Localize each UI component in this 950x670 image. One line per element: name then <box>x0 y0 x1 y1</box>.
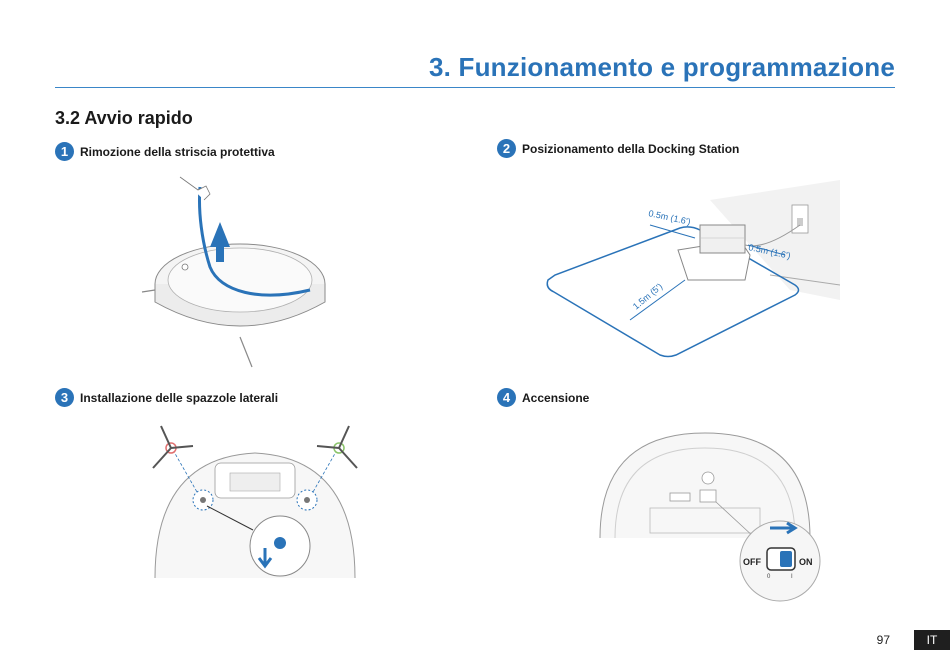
side-brush-installation-illustration <box>145 418 365 578</box>
step-3-label: Installazione delle spazzole laterali <box>80 391 278 405</box>
step-2-number: 2 <box>497 139 516 158</box>
step-1-heading: 1 Rimozione della striscia protettiva <box>55 142 275 161</box>
step-2-heading: 2 Posizionamento della Docking Station <box>497 139 739 158</box>
power-on-illustration: OFF ON 0 I <box>595 428 825 603</box>
step-1-label: Rimozione della striscia protettiva <box>80 145 275 159</box>
step-4-number: 4 <box>497 388 516 407</box>
docking-placement-diagram: 0.5m (1.6') 0.5m (1.6') 1.5m (5') <box>540 180 840 360</box>
step-1-number: 1 <box>55 142 74 161</box>
title-divider <box>55 87 895 88</box>
section-title: 3.2 Avvio rapido <box>55 108 193 129</box>
step-4-heading: 4 Accensione <box>497 388 589 407</box>
page-number: 97 <box>877 633 890 647</box>
language-badge: IT <box>914 630 950 650</box>
protective-strip-illustration <box>140 172 345 372</box>
switch-on-label: ON <box>799 557 813 567</box>
switch-off-label: OFF <box>743 557 761 567</box>
clearance-left-label: 0.5m (1.6') <box>648 208 692 227</box>
chapter-title: 3. Funzionamento e programmazione <box>429 52 895 83</box>
step-3-heading: 3 Installazione delle spazzole laterali <box>55 388 278 407</box>
step-3-number: 3 <box>55 388 74 407</box>
step-2-label: Posizionamento della Docking Station <box>522 142 739 156</box>
step-4-label: Accensione <box>522 391 589 405</box>
